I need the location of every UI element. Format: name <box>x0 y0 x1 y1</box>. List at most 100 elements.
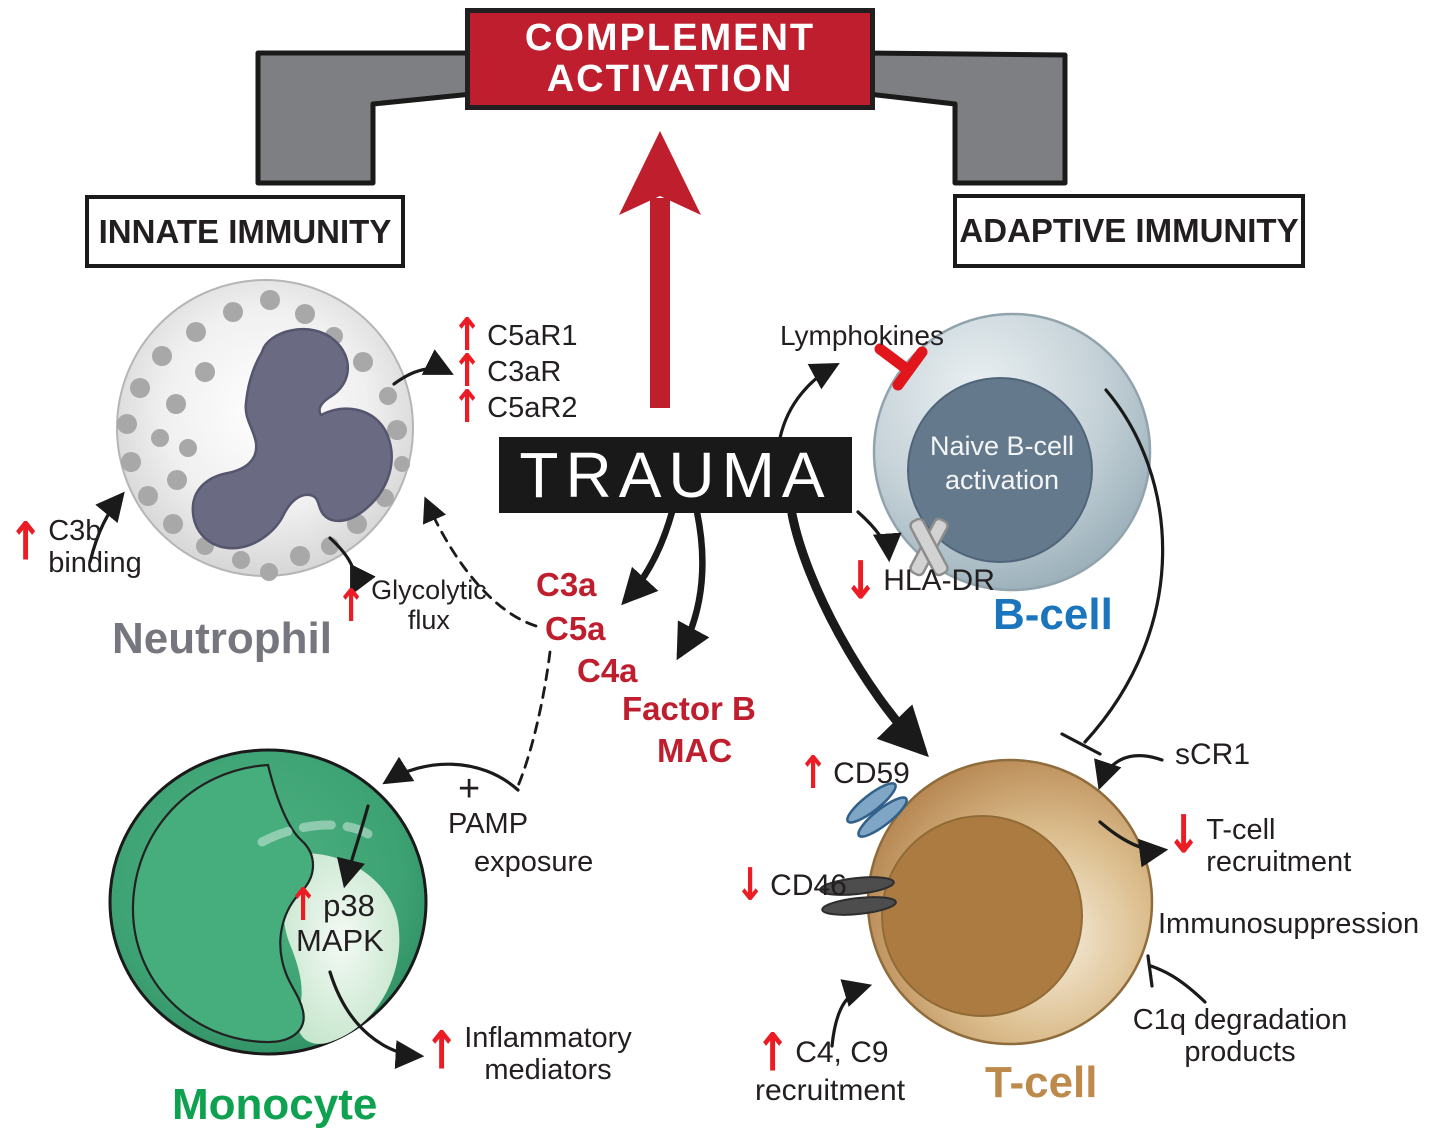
trauma-box: TRAUMA <box>499 437 852 513</box>
adaptive-immunity-box: ADAPTIVE IMMUNITY <box>953 194 1305 268</box>
neutrophil-label: Neutrophil <box>112 614 332 663</box>
up-arrow-icon: ↑ <box>452 309 483 361</box>
naive-line2: activation <box>944 464 1060 495</box>
mediator-factor-b: Factor B <box>622 690 756 727</box>
c1q-degradation-label: C1q degradation products <box>1128 1004 1352 1069</box>
glycolytic-line1: Glycolytic <box>371 575 487 605</box>
c4c9-label: C4, C9 <box>795 1036 889 1070</box>
connector-arrows <box>88 349 1207 1069</box>
lymphokines-label: Lymphokines <box>780 320 944 351</box>
trauma-label: TRAUMA <box>519 439 832 511</box>
innate-immunity-label: INNATE IMMUNITY <box>98 212 392 250</box>
recruit-line2: recruitment <box>1206 846 1352 879</box>
receptor-c5ar2-label: C5aR2 <box>487 391 578 424</box>
receptor-c5ar2: ↑ C5aR2 <box>452 385 578 430</box>
hla-dr-label: HLA-DR <box>883 564 995 597</box>
mapk-label: MAPK <box>296 923 384 958</box>
innate-immunity-box: INNATE IMMUNITY <box>85 195 405 268</box>
receptor-c5ar1: ↑ C5aR1 <box>452 313 578 358</box>
receptor-list: ↑ C5aR1 ↑ C3aR ↑ C5aR2 <box>452 313 578 430</box>
arrow-c4c9-to-tcell <box>830 979 873 1048</box>
c4c9-recruitment-label: recruitment <box>755 1074 906 1107</box>
arrow-c3b-to-neutrophil <box>88 491 125 564</box>
inhibit-c1q-to-immunosuppression <box>1149 964 1207 1004</box>
c3b-line2: binding <box>48 547 142 580</box>
inflammatory-line1: Inflammatory <box>464 1022 632 1054</box>
cd46-annotation: ↓ CD46 <box>735 863 847 908</box>
arrow-neutrophil-to-receptors <box>392 349 454 386</box>
monocyte-cell <box>108 748 428 1056</box>
cd46-molecule <box>819 876 897 916</box>
arrow-trauma-to-factorb <box>676 508 710 661</box>
arrow-neutrophil-to-glycolytic <box>328 536 376 596</box>
arrow-scr1-to-tcell <box>1094 754 1164 791</box>
up-arrow-icon: ↑ <box>755 1021 791 1083</box>
bcell-cell <box>872 312 1152 592</box>
cd59-molecule <box>846 782 908 838</box>
inhibit-bcell-to-tcell-cap <box>1060 732 1102 756</box>
bcell-label: B-cell <box>993 590 1113 639</box>
complement-line1: COMPLEMENT <box>524 16 816 59</box>
arrow-monocyte-to-mediators <box>328 970 425 1069</box>
naive-bcell-activation-label: Naive B-cell activation <box>902 430 1102 498</box>
dashed-c5a-to-neutrophil <box>422 496 538 628</box>
cd59-label: CD59 <box>833 757 910 791</box>
pamp-line2: exposure <box>474 846 594 878</box>
glycolytic-flux-annotation: ↑ Glycolytic flux <box>336 575 487 635</box>
mediator-c3a: C3a <box>536 566 597 603</box>
bracket-left <box>255 50 475 186</box>
up-arrow-icon: ↑ <box>424 1019 460 1081</box>
receptor-c3ar-label: C3aR <box>487 355 562 388</box>
up-arrow-icon: ↑ <box>452 381 483 433</box>
c4-c9-annotation: ↑ C4, C9 recruitment <box>755 1026 906 1108</box>
monocyte-nucleus <box>131 763 314 1044</box>
arrow-pamp-to-monocyte <box>382 756 520 792</box>
lymphokine-inhibit-tbar <box>874 343 928 391</box>
arrow-tcell-to-recruitment <box>1098 820 1169 868</box>
dashed-c5a-to-pamp <box>516 650 552 788</box>
inflammatory-line2: mediators <box>484 1054 612 1087</box>
glycolytic-line2: flux <box>407 605 450 636</box>
c1q-line1: C1q degradation <box>1132 1004 1348 1036</box>
mediator-c4a: C4a <box>577 652 638 689</box>
c3b-line1: C3b <box>48 515 102 547</box>
receptor-c5ar1-label: C5aR1 <box>487 319 578 352</box>
arrow-trauma-to-hladr <box>856 510 902 563</box>
tcell-cell <box>819 758 1154 1046</box>
immunosuppression-label: Immunosuppression <box>1158 908 1420 940</box>
tcell-nucleus <box>881 815 1083 1017</box>
mediator-mac: MAC <box>657 732 733 769</box>
tcell-label: T-cell <box>985 1058 1098 1107</box>
arrow-trauma-to-c3a <box>621 508 676 606</box>
pamp-line1: PAMP <box>448 808 529 840</box>
p38-label: p38 <box>323 887 375 923</box>
trauma-to-complement-arrow <box>619 131 701 408</box>
down-arrow-icon: ↓ <box>735 859 766 911</box>
bcell-nucleus <box>907 377 1093 563</box>
inflammatory-mediators-annotation: ↑ Inflammatory mediators <box>424 1022 632 1087</box>
cd46-label: CD46 <box>770 869 847 903</box>
c3b-binding-annotation: ↑ C3b binding <box>8 515 142 580</box>
up-arrow-icon: ↑ <box>288 879 319 931</box>
complement-line2: ACTIVATION <box>546 58 794 100</box>
neutrophil-cell <box>116 279 414 581</box>
hla-dr-annotation: ↓ HLA-DR <box>843 554 995 607</box>
receptor-c3ar: ↑ C3aR <box>452 349 577 394</box>
arrow-trauma-to-tcell <box>787 509 929 758</box>
up-arrow-icon: ↑ <box>452 345 483 397</box>
arrow-trauma-to-lymphokines <box>778 362 840 440</box>
c1q-line2: products <box>1184 1036 1296 1069</box>
complement-activation-box: COMPLEMENT ACTIVATION <box>465 8 875 110</box>
neutrophil-nucleus <box>191 327 393 550</box>
mediator-c5a: C5a <box>545 610 606 647</box>
adaptive-immunity-label: ADAPTIVE IMMUNITY <box>959 212 1299 249</box>
naive-line1: Naive B-cell <box>929 431 1075 461</box>
up-arrow-icon: ↑ <box>336 580 367 632</box>
pamp-plus: + <box>458 768 481 810</box>
inhibit-bcell-to-tcell <box>1083 388 1165 744</box>
scr1-label: sCR1 <box>1175 738 1251 771</box>
down-arrow-icon: ↓ <box>1166 803 1202 865</box>
up-arrow-icon: ↑ <box>8 510 44 572</box>
